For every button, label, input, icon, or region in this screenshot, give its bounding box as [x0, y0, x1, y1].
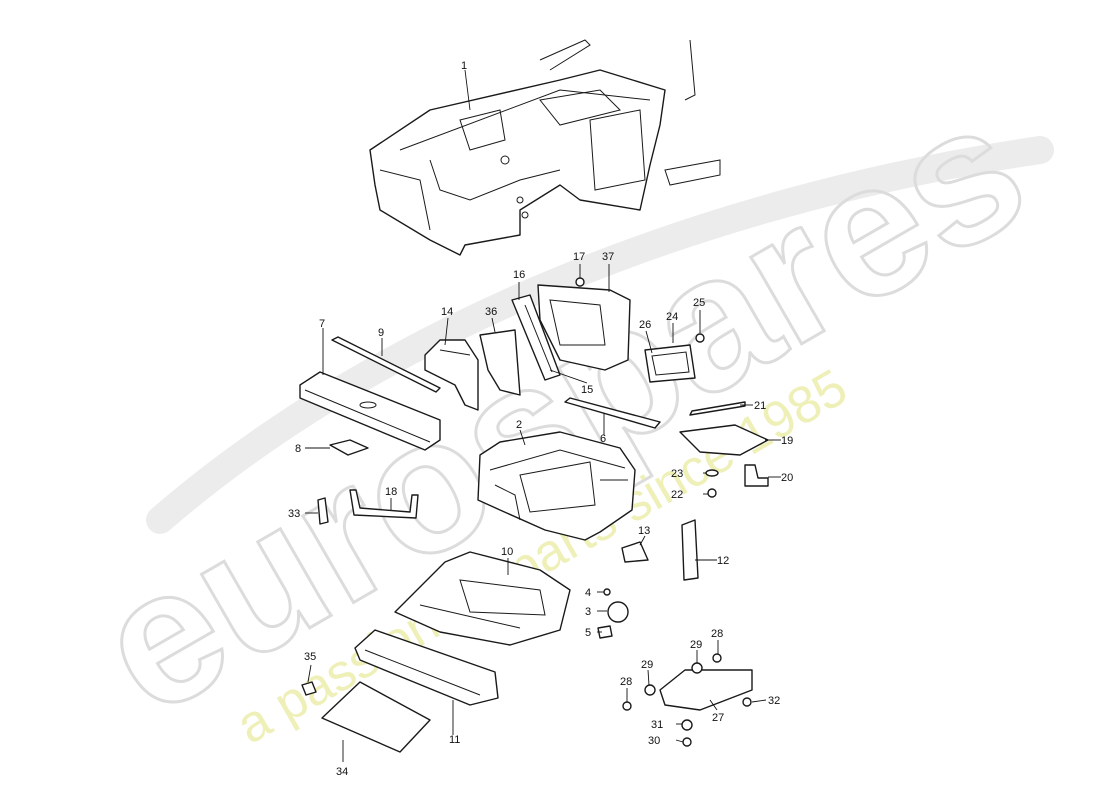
screw-4 — [603, 588, 611, 596]
part-rail — [354, 629, 499, 706]
callout-12: 12 — [717, 555, 729, 567]
part-frame — [511, 294, 561, 381]
callout-33: 33 — [288, 508, 300, 520]
callout-13: 13 — [638, 525, 650, 537]
part-tray — [679, 424, 769, 456]
callout-29-right: 29 — [690, 639, 702, 651]
callout-2: 2 — [516, 419, 522, 431]
part-floor-pan — [394, 551, 571, 646]
callout-6: 6 — [600, 433, 606, 445]
callout-19: 19 — [781, 435, 793, 447]
callout-21: 21 — [754, 400, 766, 412]
callout-4: 4 — [585, 587, 591, 599]
callout-16: 16 — [513, 269, 525, 281]
callout-30: 30 — [648, 735, 660, 747]
callout-23: 23 — [671, 468, 683, 480]
bolt-28-right — [712, 653, 722, 663]
part-front-body-shell — [369, 39, 721, 256]
part-u-bracket — [349, 489, 419, 519]
part-side-panel — [479, 329, 521, 396]
part-clip-small — [301, 681, 317, 696]
callout-8: 8 — [295, 443, 301, 455]
part-bracket-small — [621, 541, 649, 563]
washer-29-left — [644, 684, 656, 696]
part-bracket-tall — [681, 519, 699, 581]
callout-11: 11 — [449, 734, 460, 746]
part-clip — [317, 497, 329, 525]
callout-7: 7 — [319, 318, 325, 330]
callout-14: 14 — [441, 306, 453, 318]
callout-17: 17 — [573, 251, 585, 263]
callout-27: 27 — [712, 712, 724, 724]
callout-32: 32 — [768, 695, 780, 707]
leader-lines — [305, 69, 781, 762]
part-rod — [564, 397, 661, 429]
part-ring-gasket — [644, 344, 696, 383]
bolt-22 — [707, 488, 717, 498]
callout-labels: 1 2 3 4 5 6 7 8 9 10 11 12 13 14 15 16 1… — [288, 60, 793, 778]
bolt-25 — [695, 333, 705, 343]
washer-31 — [681, 719, 693, 731]
callout-3: 3 — [585, 606, 591, 618]
elbow-20 — [744, 464, 769, 487]
callout-1: 1 — [461, 60, 467, 72]
callout-20: 20 — [781, 472, 793, 484]
callout-31: 31 — [651, 719, 663, 731]
washer-23 — [705, 469, 719, 477]
part-strip — [689, 401, 746, 416]
bolt-17 — [575, 277, 585, 287]
part-seal-strip — [331, 336, 441, 393]
callout-37: 37 — [602, 251, 614, 263]
part-plate — [321, 681, 431, 753]
part-pad — [329, 439, 369, 456]
callout-28-left: 28 — [620, 676, 632, 688]
callout-22: 22 — [671, 489, 683, 501]
part-arm — [659, 669, 753, 711]
callout-34: 34 — [336, 766, 348, 778]
callout-25: 25 — [693, 297, 705, 309]
bolt-30 — [682, 737, 692, 747]
callout-28-right: 28 — [711, 628, 723, 640]
callout-9: 9 — [378, 327, 384, 339]
callout-35: 35 — [304, 651, 316, 663]
washer-3 — [607, 601, 629, 623]
part-box-panel — [537, 284, 631, 371]
washer-29-right — [691, 662, 703, 674]
part-front-frame — [477, 431, 636, 541]
callout-5: 5 — [585, 627, 591, 639]
part-inner-panel-left — [424, 339, 479, 411]
callout-18: 18 — [385, 486, 397, 498]
callout-24: 24 — [666, 311, 678, 323]
part-cowl-panel — [299, 371, 441, 451]
nut-5 — [597, 625, 613, 639]
bolt-28-left — [622, 701, 632, 711]
callout-15: 15 — [581, 384, 593, 396]
callout-10: 10 — [501, 546, 513, 558]
callout-26: 26 — [639, 319, 651, 331]
callout-29-left: 29 — [641, 659, 653, 671]
callout-36: 36 — [485, 306, 497, 318]
bolt-32 — [742, 697, 752, 707]
